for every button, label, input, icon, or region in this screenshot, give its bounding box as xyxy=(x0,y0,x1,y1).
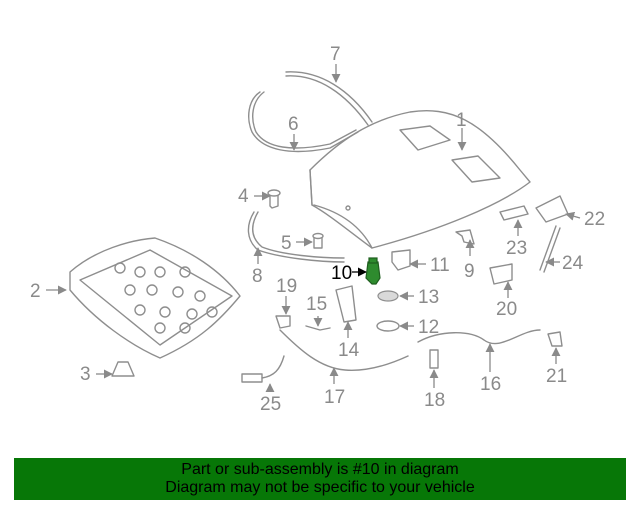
callout-25: 25 xyxy=(260,383,281,415)
hood-seal-rear-part[interactable] xyxy=(285,71,373,126)
callout-6: 6 xyxy=(288,114,299,151)
svg-text:13: 13 xyxy=(418,287,439,308)
callout-14: 14 xyxy=(338,321,360,361)
callout-16: 16 xyxy=(480,343,501,395)
cable-holder-part[interactable] xyxy=(429,349,439,369)
svg-text:25: 25 xyxy=(260,394,281,415)
handle-part[interactable] xyxy=(275,315,291,329)
cover-cap-part[interactable] xyxy=(376,320,400,332)
callout-17: 17 xyxy=(324,367,345,408)
lift-support-part[interactable] xyxy=(539,225,561,273)
callout-4: 4 xyxy=(238,186,271,207)
svg-text:10: 10 xyxy=(331,263,352,284)
svg-text:11: 11 xyxy=(430,255,450,276)
hood-switch-part[interactable] xyxy=(241,355,285,383)
callout-21: 21 xyxy=(546,347,567,387)
latch-part[interactable] xyxy=(391,249,411,271)
svg-text:21: 21 xyxy=(546,366,567,387)
hinge-pad-part[interactable] xyxy=(499,205,529,221)
svg-text:7: 7 xyxy=(330,44,341,65)
callout-10: 10 xyxy=(331,263,367,284)
svg-text:3: 3 xyxy=(80,364,91,385)
hood-stop-part[interactable] xyxy=(312,232,324,249)
callout-23: 23 xyxy=(506,219,527,259)
callout-9: 9 xyxy=(464,239,475,282)
banner-line-2: Diagram may not be specific to your vehi… xyxy=(165,479,475,496)
svg-text:2: 2 xyxy=(30,281,41,302)
cable-clip-part[interactable] xyxy=(305,325,331,331)
callout-12: 12 xyxy=(399,317,439,338)
callout-2: 2 xyxy=(30,281,67,302)
svg-text:4: 4 xyxy=(238,186,249,207)
svg-text:14: 14 xyxy=(338,340,360,361)
parts-diagram: 1 2 3 4 5 6 7 8 9 10 11 12 xyxy=(30,44,605,415)
svg-text:9: 9 xyxy=(464,261,475,282)
svg-text:17: 17 xyxy=(324,387,345,408)
callout-15: 15 xyxy=(306,294,327,327)
callout-18: 18 xyxy=(424,369,445,411)
callout-11: 11 xyxy=(409,255,450,276)
side-seal-part[interactable] xyxy=(247,211,345,263)
svg-text:16: 16 xyxy=(480,374,501,395)
seal-ring-part[interactable] xyxy=(377,290,399,302)
highlighted-part-10[interactable] xyxy=(365,257,381,285)
callout-13: 13 xyxy=(399,287,439,308)
callout-24: 24 xyxy=(545,253,584,274)
svg-text:22: 22 xyxy=(584,209,605,230)
svg-text:23: 23 xyxy=(506,238,527,259)
cable-bracket-part[interactable] xyxy=(547,331,563,347)
callout-22: 22 xyxy=(565,209,605,230)
svg-text:15: 15 xyxy=(306,294,327,315)
svg-text:24: 24 xyxy=(562,253,584,274)
callout-7: 7 xyxy=(330,44,341,83)
retainer-clip-part[interactable] xyxy=(111,361,135,377)
svg-text:8: 8 xyxy=(252,266,263,287)
svg-text:19: 19 xyxy=(276,276,297,297)
hood-part[interactable] xyxy=(309,110,531,249)
svg-text:20: 20 xyxy=(496,299,517,320)
hood-seal-front-part[interactable] xyxy=(248,91,359,153)
insulation-pad-part[interactable] xyxy=(69,237,241,359)
svg-text:1: 1 xyxy=(456,110,467,131)
callout-19: 19 xyxy=(276,276,297,315)
banner-line-1: Part or sub-assembly is #10 in diagram xyxy=(181,461,459,478)
svg-text:18: 18 xyxy=(424,390,445,411)
release-bracket-part[interactable] xyxy=(335,285,357,323)
hood-bumper-part[interactable] xyxy=(267,189,281,209)
callout-1: 1 xyxy=(456,110,467,151)
svg-text:5: 5 xyxy=(281,233,292,254)
svg-text:12: 12 xyxy=(418,317,439,338)
info-banner: Part or sub-assembly is #10 in diagram D… xyxy=(14,458,626,500)
striker-bracket-part[interactable] xyxy=(489,263,513,285)
callout-8: 8 xyxy=(252,247,263,287)
release-cable-rear-part[interactable] xyxy=(417,329,541,345)
release-cable-front-part[interactable] xyxy=(279,329,409,371)
callout-20: 20 xyxy=(496,281,517,320)
callout-3: 3 xyxy=(80,364,113,385)
svg-text:6: 6 xyxy=(288,114,299,135)
hood-hinge-part[interactable] xyxy=(535,195,569,223)
callout-5: 5 xyxy=(281,233,313,254)
hinge-bracket-part[interactable] xyxy=(455,229,475,245)
